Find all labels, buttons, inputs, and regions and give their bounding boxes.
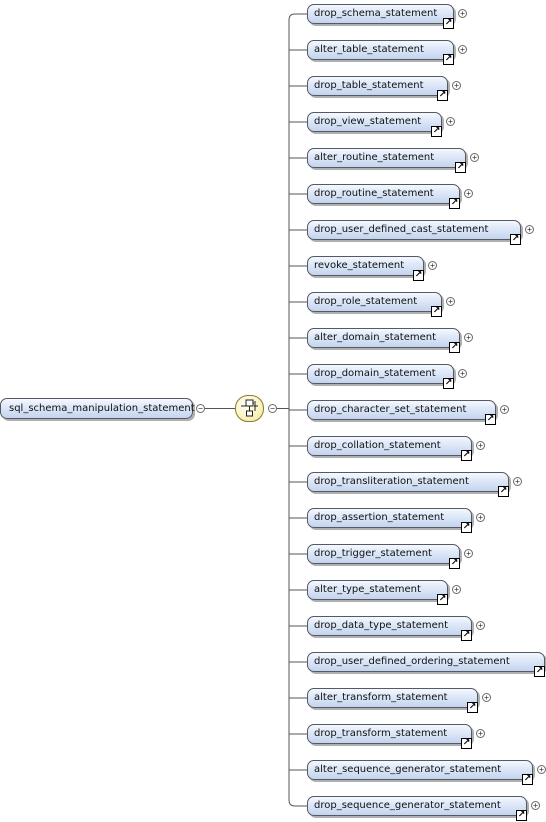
reference-arrow-icon: ↗ — [449, 198, 460, 209]
root-element-node[interactable]: sql_schema_manipulation_statement — [0, 398, 195, 419]
reference-arrow-icon: ↗ — [431, 306, 442, 317]
choice-compositor[interactable] — [235, 395, 264, 422]
reference-arrow-icon: ↗ — [461, 630, 472, 641]
child-expand-toggle[interactable]: + — [446, 297, 455, 306]
reference-arrow-icon: ↗ — [516, 810, 527, 821]
child-element-node[interactable]: drop_user_defined_cast_statement ↗ — [307, 220, 521, 245]
child-expand-toggle[interactable]: + — [525, 225, 534, 234]
reference-arrow-icon: ↗ — [485, 414, 496, 425]
child-expand-toggle[interactable]: + — [476, 621, 485, 630]
child-element-label: drop_character_set_statement — [314, 404, 467, 415]
child-element-label: drop_transform_statement — [314, 728, 448, 739]
child-element-label: alter_type_statement — [314, 584, 421, 595]
child-element-node[interactable]: drop_routine_statement ↗ — [307, 184, 460, 209]
child-element-label: drop_collation_statement — [314, 440, 441, 451]
child-element-label: drop_data_type_statement — [314, 620, 449, 631]
child-element-node[interactable]: drop_user_defined_ordering_statement ↗ — [307, 652, 545, 677]
child-expand-toggle[interactable]: + — [531, 801, 540, 810]
child-element-label: alter_domain_statement — [314, 332, 437, 343]
child-element-label: drop_role_statement — [314, 296, 418, 307]
child-element-node[interactable]: drop_trigger_statement ↗ — [307, 544, 460, 569]
root-element-label: sql_schema_manipulation_statement — [9, 403, 195, 414]
reference-arrow-icon: ↗ — [522, 774, 533, 785]
compositor-collapse-toggle[interactable]: − — [268, 404, 277, 413]
reference-arrow-icon: ↗ — [443, 378, 454, 389]
child-expand-toggle[interactable]: + — [476, 441, 485, 450]
child-expand-toggle[interactable]: + — [476, 513, 485, 522]
reference-arrow-icon: ↗ — [498, 486, 509, 497]
child-expand-toggle[interactable]: + — [464, 549, 473, 558]
child-element-node[interactable]: alter_routine_statement ↗ — [307, 148, 466, 173]
child-expand-toggle[interactable]: + — [500, 405, 509, 414]
reference-arrow-icon: ↗ — [461, 738, 472, 749]
reference-arrow-icon: ↗ — [437, 594, 448, 605]
child-element-node[interactable]: drop_assertion_statement ↗ — [307, 508, 472, 533]
child-expand-toggle[interactable]: + — [446, 117, 455, 126]
child-element-node[interactable]: drop_data_type_statement ↗ — [307, 616, 472, 641]
child-expand-toggle[interactable]: + — [464, 189, 473, 198]
child-element-label: drop_user_defined_ordering_statement — [314, 656, 510, 667]
child-element-label: alter_transform_statement — [314, 692, 448, 703]
reference-arrow-icon: ↗ — [455, 162, 466, 173]
reference-arrow-icon: ↗ — [534, 666, 545, 677]
child-element-label: drop_transliteration_statement — [314, 476, 469, 487]
child-element-label: alter_sequence_generator_statement — [314, 764, 502, 775]
child-element-label: drop_routine_statement — [314, 188, 434, 199]
child-element-label: drop_assertion_statement — [314, 512, 445, 523]
child-expand-toggle[interactable]: + — [458, 9, 467, 18]
child-element-node[interactable]: alter_domain_statement ↗ — [307, 328, 460, 353]
child-element-label: drop_user_defined_cast_statement — [314, 224, 489, 235]
child-element-node[interactable]: drop_character_set_statement ↗ — [307, 400, 496, 425]
child-element-node[interactable]: drop_schema_statement ↗ — [307, 4, 454, 29]
reference-arrow-icon: ↗ — [461, 522, 472, 533]
child-expand-toggle[interactable]: + — [464, 333, 473, 342]
child-expand-toggle[interactable]: + — [482, 693, 491, 702]
child-expand-toggle[interactable]: + — [452, 81, 461, 90]
child-element-node[interactable]: drop_collation_statement ↗ — [307, 436, 472, 461]
child-element-node[interactable]: drop_view_statement ↗ — [307, 112, 442, 137]
choice-compositor-icon — [241, 399, 258, 417]
child-element-label: drop_schema_statement — [314, 8, 438, 19]
child-element-label: drop_table_statement — [314, 80, 424, 91]
child-expand-toggle[interactable]: + — [452, 585, 461, 594]
reference-arrow-icon: ↗ — [461, 450, 472, 461]
child-expand-toggle[interactable]: + — [537, 765, 546, 774]
child-element-node[interactable]: drop_sequence_generator_statement ↗ — [307, 796, 527, 821]
child-element-label: alter_table_statement — [314, 44, 424, 55]
child-element-node[interactable]: drop_transform_statement ↗ — [307, 724, 472, 749]
child-element-node[interactable]: alter_transform_statement ↗ — [307, 688, 478, 713]
reference-arrow-icon: ↗ — [443, 18, 454, 29]
child-element-node[interactable]: alter_sequence_generator_statement ↗ — [307, 760, 533, 785]
child-element-label: drop_domain_statement — [314, 368, 436, 379]
child-element-node[interactable]: alter_table_statement ↗ — [307, 40, 454, 65]
child-element-node[interactable]: drop_transliteration_statement ↗ — [307, 472, 509, 497]
child-element-label: drop_view_statement — [314, 116, 422, 127]
reference-arrow-icon: ↗ — [431, 126, 442, 137]
reference-arrow-icon: ↗ — [437, 90, 448, 101]
child-element-node[interactable]: revoke_statement ↗ — [307, 256, 424, 281]
choice-bus-line — [288, 13, 296, 807]
child-element-label: revoke_statement — [314, 260, 405, 271]
child-element-label: drop_trigger_statement — [314, 548, 432, 559]
reference-arrow-icon: ↗ — [449, 342, 460, 353]
child-element-node[interactable]: alter_type_statement ↗ — [307, 580, 448, 605]
root-collapse-toggle[interactable]: − — [196, 404, 205, 413]
child-expand-toggle[interactable]: + — [470, 153, 479, 162]
child-expand-toggle[interactable]: + — [428, 261, 437, 270]
reference-arrow-icon: ↗ — [443, 54, 454, 65]
reference-arrow-icon: ↗ — [467, 702, 478, 713]
child-expand-toggle[interactable]: + — [458, 369, 467, 378]
child-element-node[interactable]: drop_table_statement ↗ — [307, 76, 448, 101]
child-expand-toggle[interactable]: + — [458, 45, 467, 54]
child-expand-toggle[interactable]: + — [513, 477, 522, 486]
child-expand-toggle[interactable]: + — [476, 729, 485, 738]
child-element-node[interactable]: drop_role_statement ↗ — [307, 292, 442, 317]
child-element-node[interactable]: drop_domain_statement ↗ — [307, 364, 454, 389]
child-element-label: alter_routine_statement — [314, 152, 435, 163]
reference-arrow-icon: ↗ — [510, 234, 521, 245]
child-element-label: drop_sequence_generator_statement — [314, 800, 501, 811]
reference-arrow-icon: ↗ — [449, 558, 460, 569]
reference-arrow-icon: ↗ — [413, 270, 424, 281]
